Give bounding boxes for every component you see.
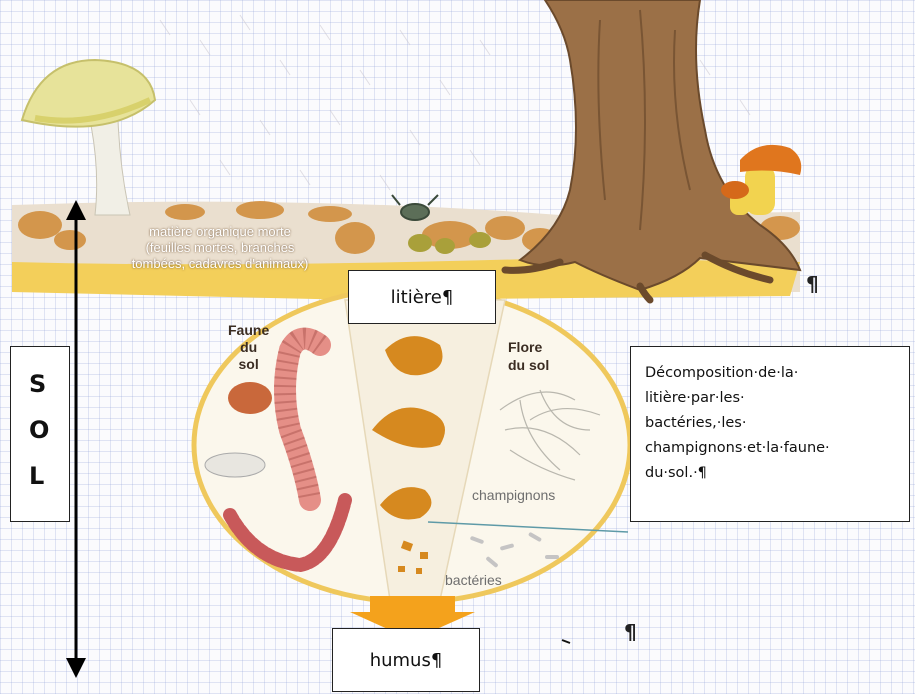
boletus	[721, 145, 801, 215]
soil-side-box: S O L	[10, 346, 70, 522]
humus-text: humus¶	[370, 650, 443, 671]
decomposition-line: champignons·et·la·faune·	[645, 436, 895, 461]
decomposition-line: bactéries,·les·	[645, 411, 895, 436]
soil-letter: L	[29, 453, 69, 499]
pilcrow-mark: ¶	[624, 620, 637, 644]
soil-letter: O	[29, 407, 69, 453]
humus-box: humus¶	[332, 628, 480, 692]
soil-fauna-label: Faune du sol	[228, 322, 269, 373]
litter-text: litière¶	[391, 287, 454, 308]
amanita-stem	[90, 120, 130, 215]
mite	[228, 382, 272, 414]
soil-fauna-line: sol	[228, 356, 269, 373]
litter-box: litière¶	[348, 270, 496, 324]
bacteria-label: bactéries	[445, 572, 502, 588]
decomposition-box: Décomposition·de·la· litière·par·les· ba…	[630, 346, 910, 522]
organic-matter-line: tombées, cadavres d'animaux)	[95, 256, 345, 272]
organic-matter-label: matière organique morte (feuilles mortes…	[95, 224, 345, 272]
organic-matter-line: matière organique morte	[95, 224, 345, 240]
decomposition-line: du·sol.·¶	[645, 461, 895, 486]
soil-flora-line: Flore	[508, 338, 549, 356]
soil-fauna-line: Faune	[228, 322, 269, 339]
tree-trunk	[520, 0, 800, 290]
soil-fauna-line: du	[228, 339, 269, 356]
soil-flora-line: du sol	[508, 356, 549, 374]
fungi-label: champignons	[472, 487, 555, 503]
soil-flora-label: Flore du sol	[508, 338, 549, 374]
pilcrow-mark: ¶	[806, 272, 819, 296]
decomposition-line: litière·par·les·	[645, 386, 895, 411]
springtail	[205, 453, 265, 477]
organic-matter-line: (feuilles mortes, branches	[95, 240, 345, 256]
soil-letter: S	[29, 361, 69, 407]
decomposition-line: Décomposition·de·la·	[645, 361, 895, 386]
